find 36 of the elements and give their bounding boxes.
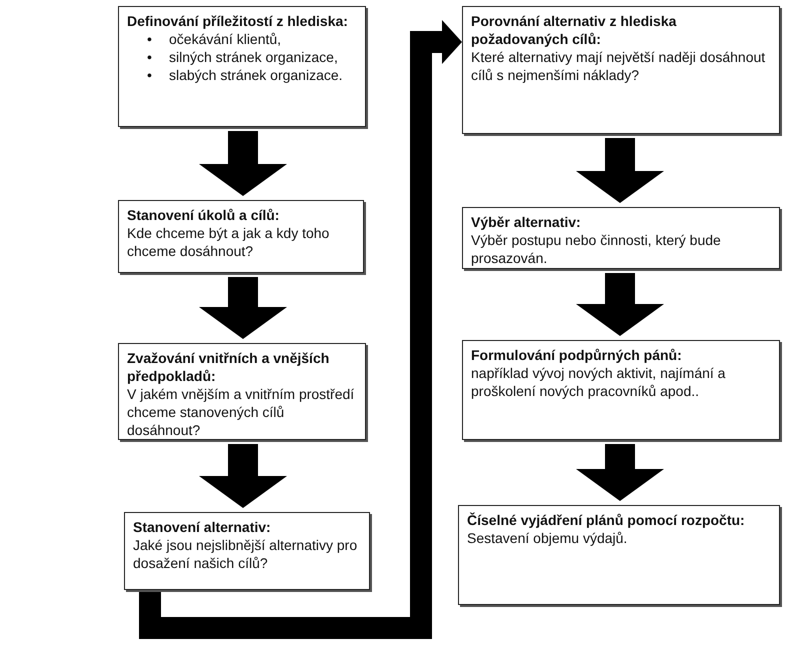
block-arrow <box>139 20 462 639</box>
process-box <box>118 200 364 273</box>
block-arrow <box>576 444 664 501</box>
block-arrow <box>576 138 664 203</box>
step-description: Sestavení objemu výdajů. <box>467 529 628 547</box>
step-heading: Zvažování vnitřních a vnějších předpokladů: <box>127 349 330 385</box>
process-box <box>458 505 780 605</box>
bullet-mark: • <box>147 30 153 48</box>
step-description: Které alternativy mají největší naději dosáhnout cílů s nejmenšími náklady? <box>471 48 766 84</box>
step-description: Jaké jsou nejslibnější alternativy pro dosažení našich cílů? <box>133 536 358 572</box>
process-box <box>118 343 366 440</box>
step-heading: Definování příležitostí z hlediska: <box>127 12 349 30</box>
block-arrow <box>199 444 287 508</box>
step-heading: Porovnání alternativ z hlediska požadovaných cílů: <box>471 12 678 48</box>
step-description: například vývoj nových aktivit, najímání a proškolení nových pracovníků apod.. <box>471 364 726 400</box>
step-heading: Formulování podpůrných pánů: <box>471 346 683 364</box>
process-box <box>462 207 780 269</box>
block-arrow <box>199 131 287 196</box>
block-arrow <box>199 277 287 339</box>
bullet-item: slabých stránek organizace. <box>169 66 344 84</box>
bullet-mark: • <box>147 66 153 84</box>
process-box <box>124 512 370 590</box>
process-box <box>462 6 780 134</box>
block-arrow <box>576 273 664 336</box>
bullet-item: silných stránek organizace, <box>169 48 339 66</box>
step-description: Výběr postupu nebo činnosti, který bude prosazován. <box>471 231 722 267</box>
step-heading: Číselné vyjádření plánů pomocí rozpočtu: <box>467 511 746 529</box>
process-box <box>462 340 780 440</box>
bullet-mark: • <box>147 48 153 66</box>
step-heading: Výběr alternativ: <box>471 213 582 231</box>
process-box <box>118 6 366 127</box>
step-heading: Stanovení úkolů a cílů: <box>127 206 280 224</box>
step-heading: Stanovení alternativ: <box>133 518 272 536</box>
step-description: V jakém vnějším a vnitřním prostředí chceme stanovených cílů dosáhnout? <box>127 385 356 439</box>
bullet-item: očekávání klientů, <box>169 30 282 48</box>
step-description: Kde chceme být a jak a kdy toho chceme dosáhnout? <box>127 224 330 260</box>
